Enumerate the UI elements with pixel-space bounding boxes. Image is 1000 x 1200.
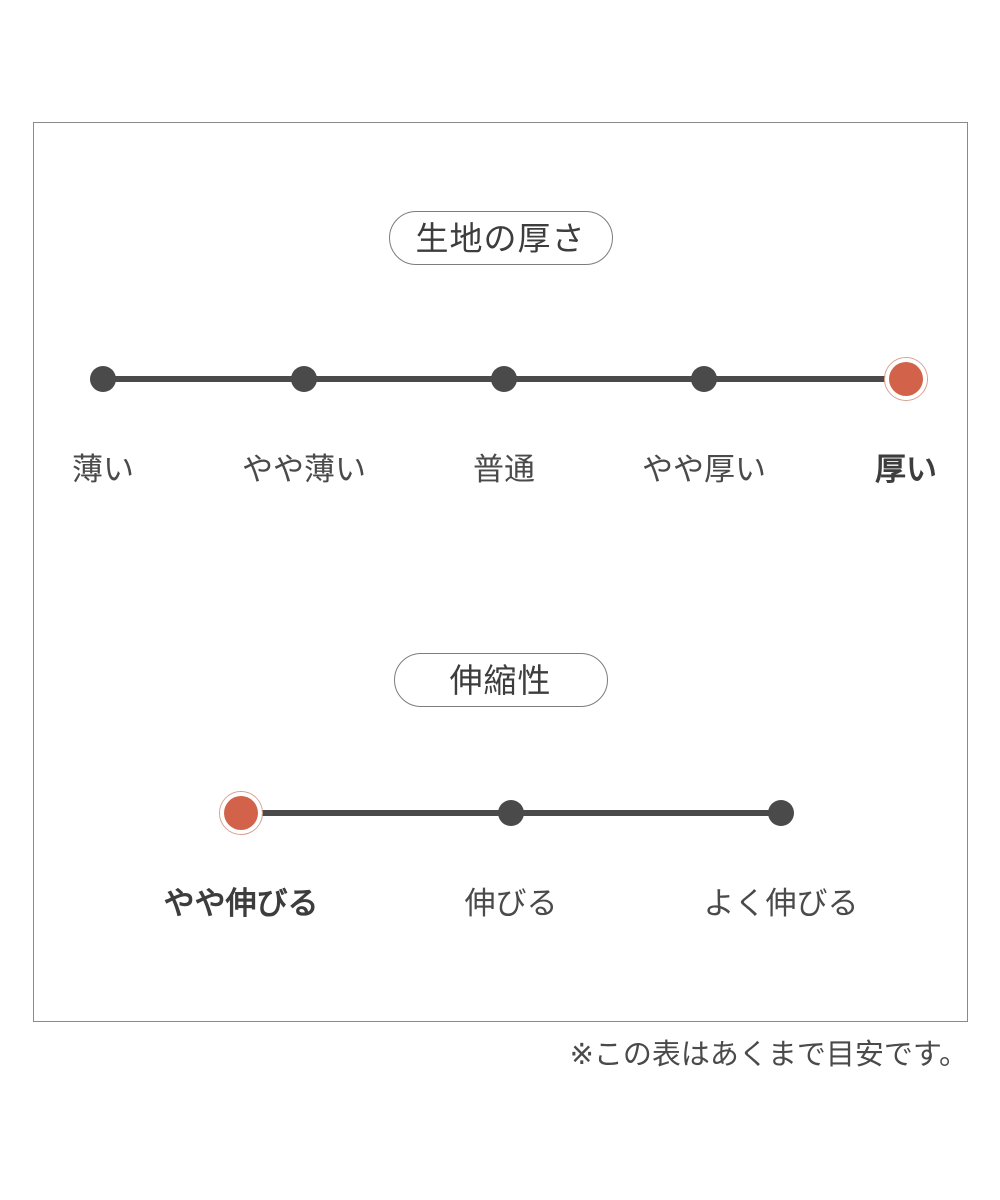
scale-dot-yaya-usui[interactable] — [291, 366, 317, 392]
heading-pill-label: 生地の厚さ — [415, 218, 586, 258]
footnote-disclaimer: ※この表はあくまで目安です。 — [569, 1037, 968, 1071]
tick-label-yaya-usui: やや薄い — [242, 452, 366, 488]
tick-label-yaya-atsui: やや厚い — [642, 452, 766, 488]
scale-dot-yaya-atsui[interactable] — [691, 366, 717, 392]
tick-label-yaya-nobiru: やや伸びる — [163, 886, 319, 922]
tick-label-yoku-nobiru: よく伸びる — [703, 886, 859, 922]
section-heading-fabric-thickness: 生地の厚さ — [34, 211, 967, 265]
scale-dot-atsui-selected[interactable] — [884, 357, 928, 401]
heading-pill: 生地の厚さ — [388, 211, 613, 265]
scale-dot-futsuu[interactable] — [491, 366, 517, 392]
scale-dot-usui[interactable] — [90, 366, 116, 392]
scale-dot-yaya-nobiru-selected[interactable] — [219, 791, 263, 835]
heading-pill: 伸縮性 — [393, 653, 608, 707]
spec-chart-frame: 生地の厚さ 薄い やや薄い 普通 やや厚い 厚い 伸縮性 やや伸びる 伸びる よ… — [33, 122, 968, 1022]
tick-label-atsui: 厚い — [875, 452, 937, 488]
tick-label-futsuu: 普通 — [473, 452, 535, 488]
heading-pill-label: 伸縮性 — [449, 660, 552, 700]
section-heading-stretchiness: 伸縮性 — [34, 653, 967, 707]
tick-label-nobiru: 伸びる — [464, 886, 558, 922]
scale-dot-yoku-nobiru[interactable] — [768, 800, 794, 826]
scale-dot-nobiru[interactable] — [498, 800, 524, 826]
tick-label-usui: 薄い — [72, 452, 134, 488]
